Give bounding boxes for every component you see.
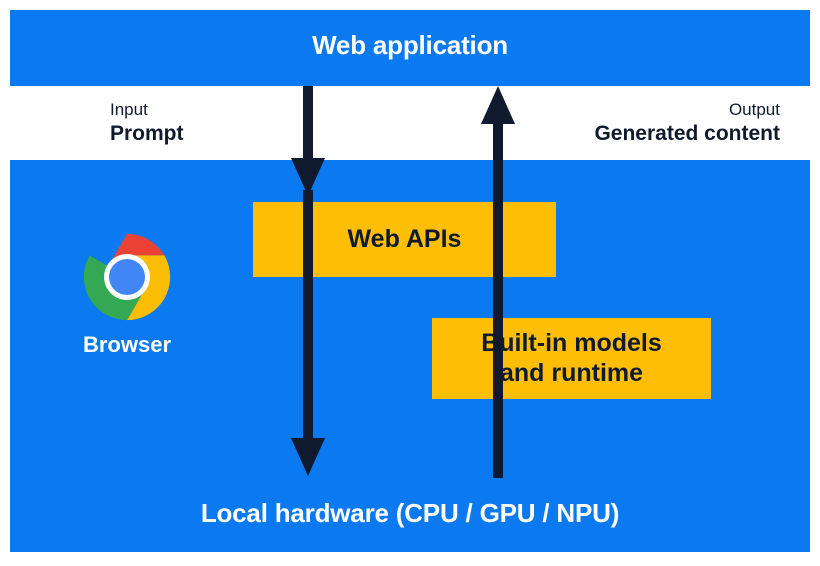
arrow-up-icon-head (481, 86, 515, 124)
local-hardware-title: Local hardware (CPU / GPU / NPU) (200, 498, 620, 528)
arrow-down-icon-head-bottom (291, 438, 325, 476)
annotation-input: Input Prompt (110, 100, 184, 146)
arrow-up-icon-shaft (493, 120, 503, 478)
annotation-output-value: Generated content (594, 121, 780, 145)
box-builtin-models: Built-in models and runtime (432, 318, 711, 399)
annotation-output: Output Generated content (594, 100, 780, 146)
box-web-apis-label: Web APIs (347, 224, 462, 253)
arrow-down-icon-shaft-top (303, 86, 313, 164)
browser-group: Browser (63, 232, 191, 372)
box-builtin-models-line2: and runtime (499, 358, 644, 387)
chrome-logo-icon (82, 232, 172, 322)
annotation-output-kicker: Output (728, 100, 780, 119)
band-web-application (10, 10, 810, 86)
band-local-hardware (10, 477, 810, 552)
web-application-title: Web application (312, 30, 508, 60)
arrow-down-icon-shaft-bottom (303, 190, 313, 440)
box-web-apis: Web APIs (253, 202, 556, 277)
arrow-down-icon-head-top (291, 158, 325, 196)
annotation-input-value: Prompt (110, 121, 184, 145)
box-builtin-models-line1: Built-in models (481, 329, 662, 357)
browser-label: Browser (82, 332, 172, 357)
annotation-input-kicker: Input (110, 100, 148, 119)
box-builtin-models-text: Built-in models and runtime (481, 329, 662, 388)
